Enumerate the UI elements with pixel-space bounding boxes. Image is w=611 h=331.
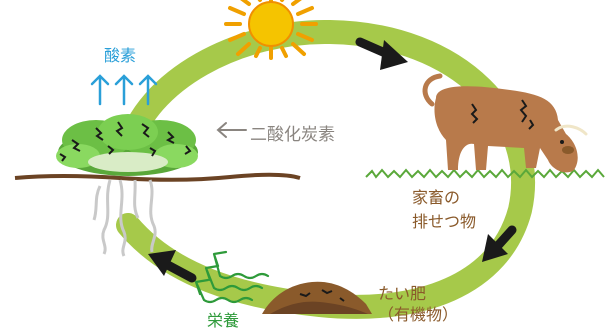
plant-icon bbox=[56, 114, 198, 176]
compost-line1: たい肥 bbox=[378, 284, 427, 303]
compost-label: たい肥 （有機物） bbox=[378, 283, 458, 325]
co2-arrow-icon bbox=[216, 122, 247, 138]
sun-icon bbox=[224, 0, 318, 60]
nutrients-label: 栄養 bbox=[207, 311, 240, 330]
cycle-ring bbox=[116, 19, 536, 319]
cycle-arrow-icon bbox=[148, 37, 517, 283]
nutrient-arrows bbox=[194, 250, 270, 304]
livestock-excreta-line2: 排せつ物 bbox=[412, 212, 477, 231]
soil-line-left bbox=[14, 172, 301, 182]
oxygen-label: 酸素 bbox=[104, 46, 137, 65]
livestock-excreta-line1: 家畜の bbox=[412, 188, 461, 207]
arrow-bottom-right-icon bbox=[482, 225, 517, 262]
compost-line2: （有機物） bbox=[378, 305, 459, 324]
oxygen-arrows bbox=[90, 74, 158, 106]
plant-roots bbox=[92, 179, 157, 257]
livestock-excreta-label: 家畜の 排せつ物 bbox=[412, 186, 476, 234]
compost-pile-icon bbox=[262, 281, 372, 314]
cow-icon bbox=[422, 73, 588, 173]
carbon-dioxide-label: 二酸化炭素 bbox=[250, 125, 335, 145]
grass-line-right bbox=[365, 168, 605, 179]
arrow-top-right-icon bbox=[355, 37, 408, 70]
arrow-bottom-left-icon bbox=[148, 250, 197, 283]
